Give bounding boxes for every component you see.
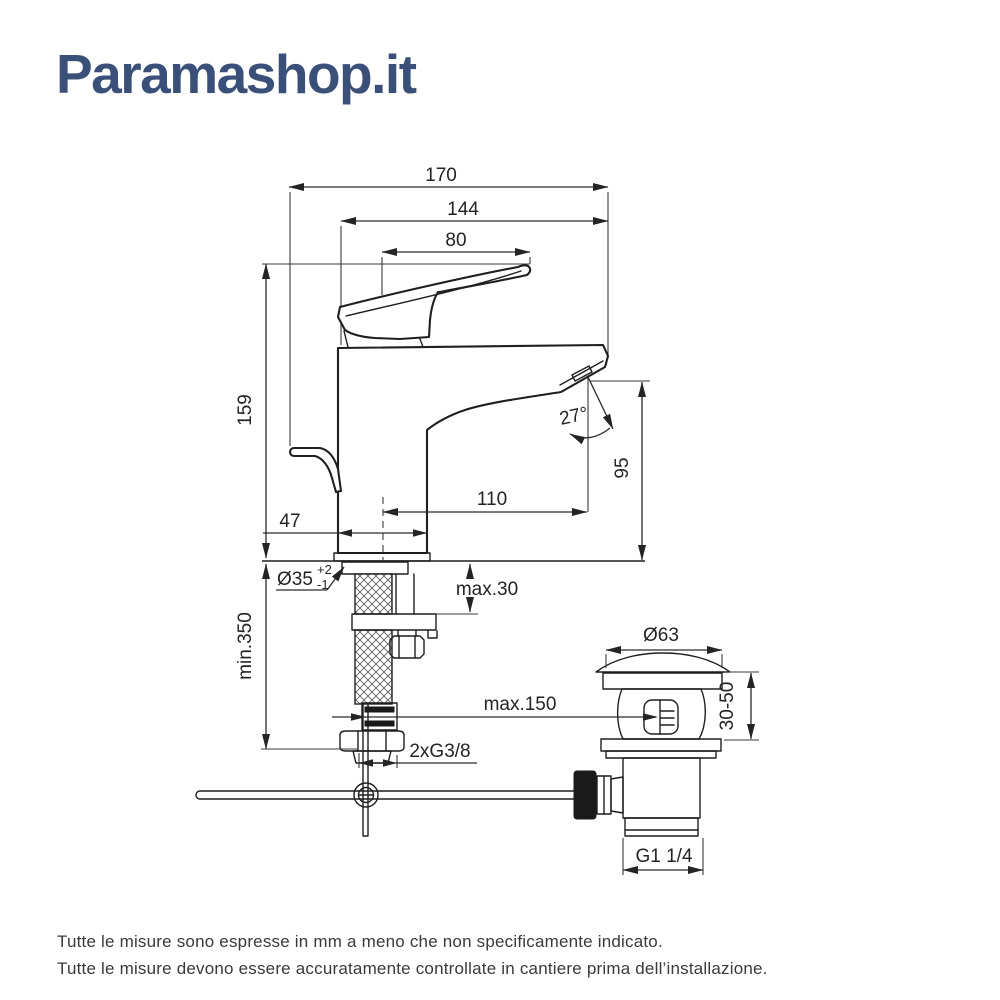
footer-note-line2: Tutte le misure devono essere accuratame… bbox=[57, 959, 768, 978]
dim-hose-thread: 2xG3/8 bbox=[409, 741, 470, 762]
dim-handle-length: 80 bbox=[445, 230, 466, 251]
dim-hole-diameter: Ø35 bbox=[277, 569, 313, 590]
waste-lower-flange bbox=[600, 738, 722, 752]
dim-hose-min: min.350 bbox=[235, 612, 256, 680]
dim-spout-to-back: 144 bbox=[447, 199, 479, 220]
dim-stream-angle: 27° bbox=[558, 403, 590, 430]
dim-hole-tol-plus: +2 bbox=[317, 562, 332, 577]
waste-cap-flange bbox=[602, 672, 723, 690]
brand-logo: Paramashop.it bbox=[56, 43, 417, 105]
faucet-drawing bbox=[195, 264, 731, 837]
pull-rod-horizontal bbox=[195, 790, 589, 800]
dim-waste-range: 30-50 bbox=[717, 682, 738, 731]
footer-note-line1: Tutte le misure sono espresse in mm a me… bbox=[57, 932, 663, 951]
dim-spout-reach: 110 bbox=[477, 489, 507, 510]
shank-flange bbox=[341, 561, 409, 575]
hose-nut bbox=[339, 730, 405, 752]
dimension-layer: 170 144 80 159 95 110 27° 47 Ø35 +2 -1 bbox=[235, 165, 759, 875]
dim-total-width: 170 bbox=[425, 165, 457, 186]
mounting-nut bbox=[389, 635, 425, 659]
dim-hole-tol-minus: -1 bbox=[317, 577, 329, 592]
dim-spout-height: 95 bbox=[612, 457, 633, 478]
faucet-body-spout bbox=[336, 343, 610, 555]
braided-hose-lower bbox=[354, 629, 393, 705]
footer-notes: Tutte le misure sono espresse in mm a me… bbox=[57, 928, 768, 982]
mounting-washer bbox=[351, 613, 437, 631]
lever-rear-tail bbox=[288, 446, 343, 494]
aerator-insert bbox=[571, 365, 593, 382]
dim-rod-max: max.150 bbox=[484, 694, 557, 715]
waste-cap bbox=[595, 652, 731, 673]
waste-upper-body bbox=[616, 688, 706, 740]
dim-deck-max: max.30 bbox=[456, 579, 518, 600]
lever-handle bbox=[336, 264, 532, 341]
dim-waste-thread: G1 1/4 bbox=[635, 846, 692, 867]
waste-tailpiece bbox=[622, 757, 701, 819]
ball-joint-nut bbox=[573, 770, 597, 820]
braided-hose-upper bbox=[354, 573, 393, 615]
dim-waste-diameter: Ø63 bbox=[643, 625, 679, 646]
rod-knob bbox=[353, 782, 379, 808]
dim-body-depth: 47 bbox=[279, 511, 300, 532]
dim-total-height: 159 bbox=[235, 394, 256, 426]
base-plate bbox=[333, 552, 431, 562]
pop-up-waste bbox=[573, 652, 731, 837]
waste-thread-end bbox=[624, 817, 699, 837]
